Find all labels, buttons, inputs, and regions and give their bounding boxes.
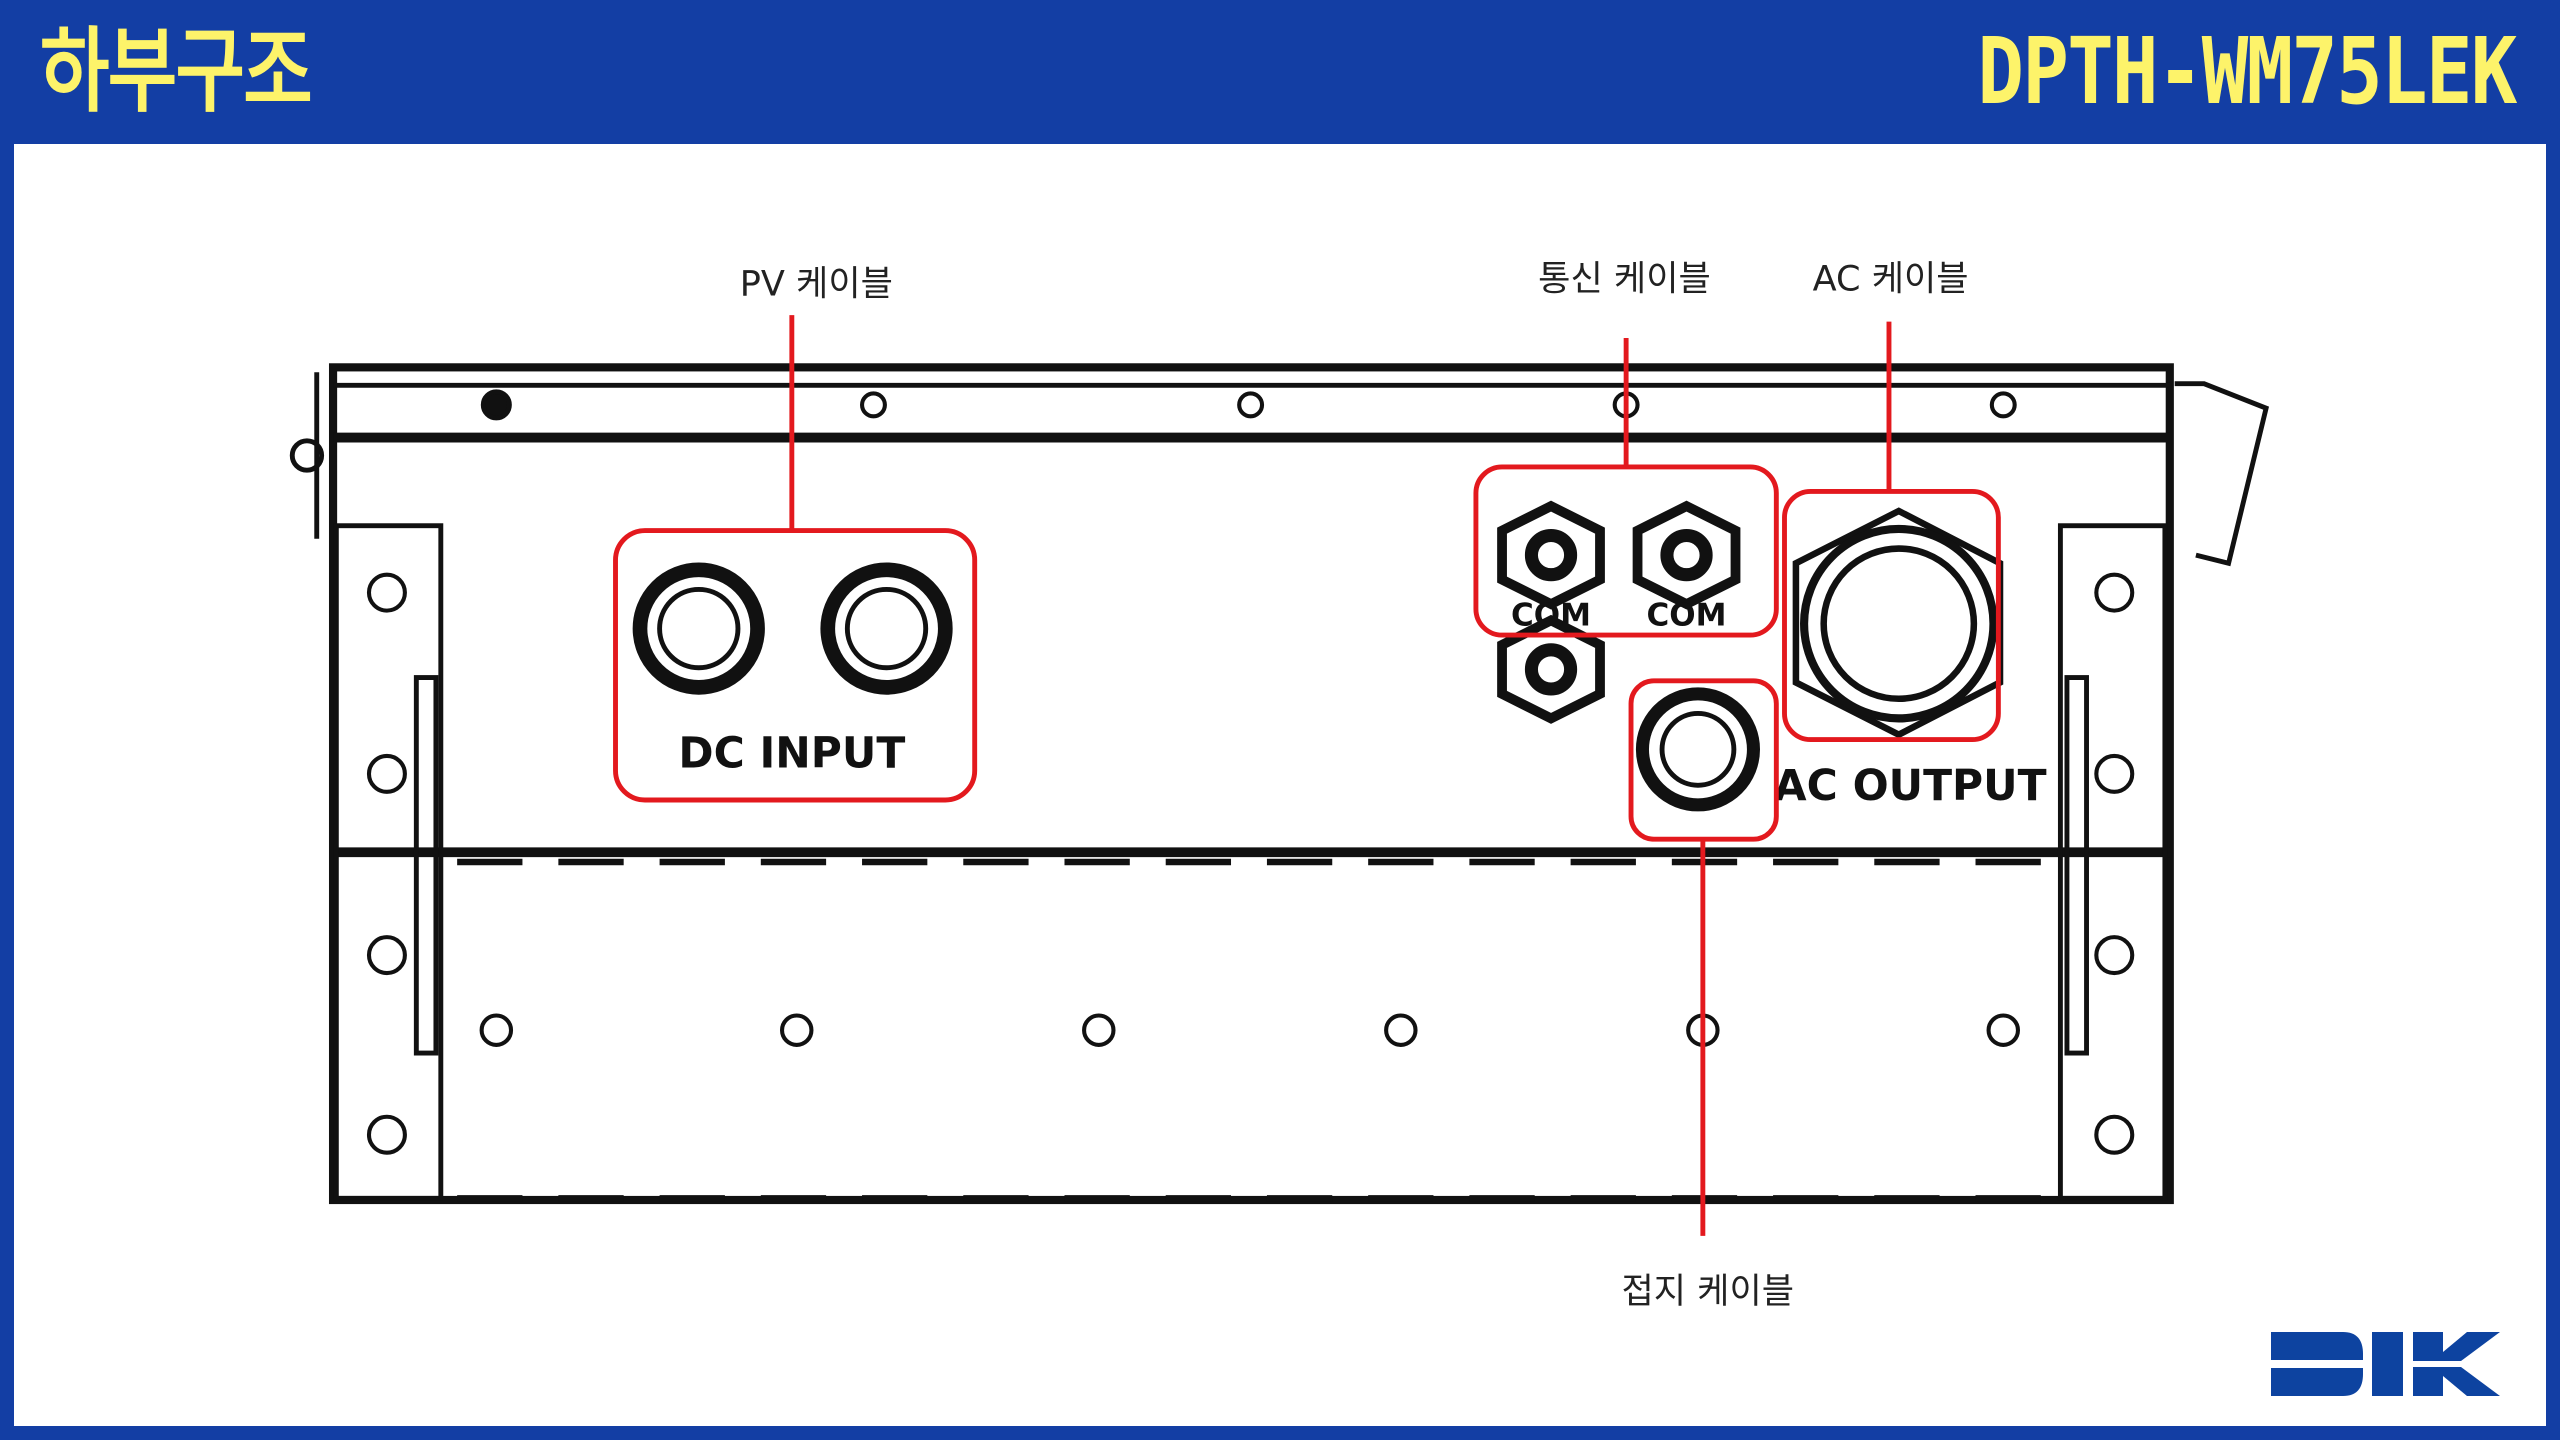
ac-output-label: AC OUTPUT xyxy=(1774,762,2047,811)
ground-cable-label: 접지 케이블 xyxy=(1621,1271,1794,1312)
com-label-1: COM xyxy=(1511,597,1591,633)
page-title: 하부구조 xyxy=(40,18,313,125)
dik-logo xyxy=(2271,1332,2500,1396)
dc-input-label: DC INPUT xyxy=(678,729,905,778)
ac-cable-label: AC 케이블 xyxy=(1813,259,1969,300)
inverter-outline xyxy=(289,363,2270,1205)
pv-cable-label: PV 케이블 xyxy=(740,264,893,305)
comm-cable-label: 통신 케이블 xyxy=(1538,259,1711,300)
model-name: DPTH-WM75LEK xyxy=(1977,18,2518,125)
callout-highlights xyxy=(613,315,2001,1236)
com-label-2: COM xyxy=(1647,597,1727,633)
pv-highlight-box xyxy=(613,528,978,803)
glands xyxy=(632,500,2004,812)
